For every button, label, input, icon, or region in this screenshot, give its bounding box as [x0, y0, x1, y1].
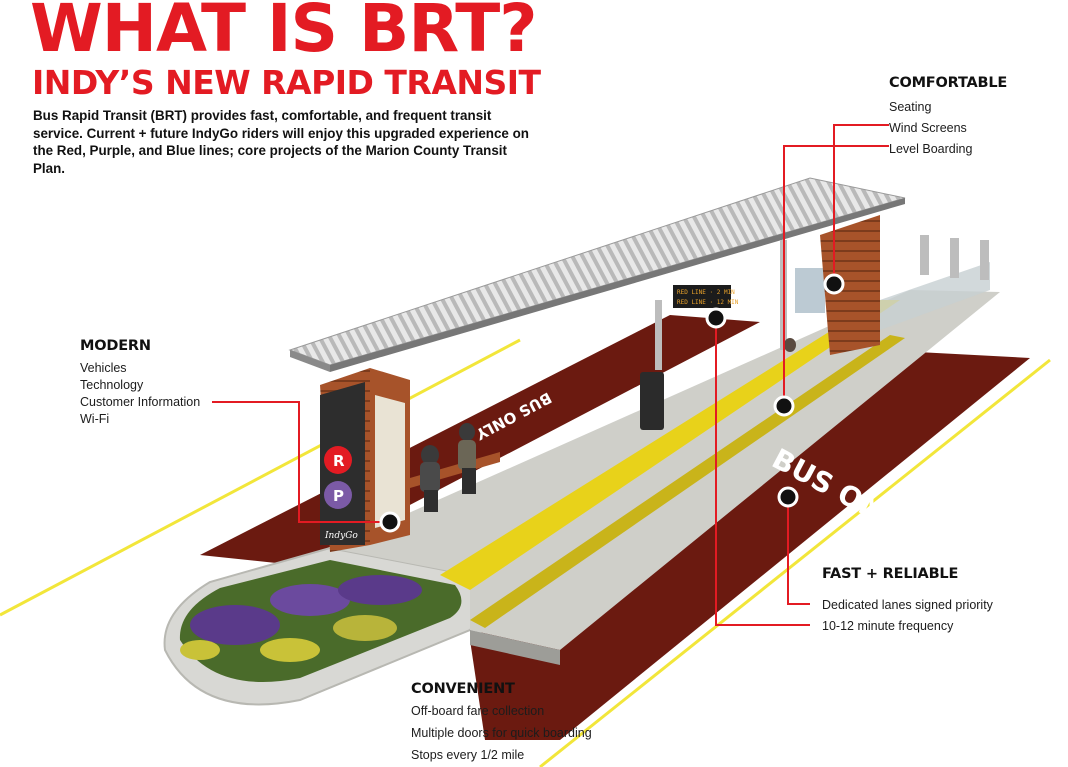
callout-item: Vehicles — [80, 361, 127, 375]
page-subtitle: INDY’S NEW RAPID TRANSIT — [32, 63, 541, 102]
svg-text:RED LINE · 12 MIN: RED LINE · 12 MIN — [677, 299, 739, 306]
leader-lines — [212, 124, 889, 626]
callout-item: 10-12 minute frequency — [822, 619, 954, 633]
callout-item: Seating — [889, 100, 932, 114]
seated-people — [420, 338, 796, 512]
arrival-sign: RED LINE · 2 MIN RED LINE · 12 MIN — [673, 285, 739, 308]
callout-item: Dedicated lanes signed priority — [822, 598, 993, 612]
callout-item: Off-board fare collection — [411, 704, 545, 718]
callout-item: Wind Screens — [889, 121, 967, 135]
intro-paragraph: Bus Rapid Transit (BRT) provides fast, c… — [33, 108, 529, 176]
purple-line-badge — [324, 481, 352, 509]
svg-text:RED LINE · 2 MIN: RED LINE · 2 MIN — [677, 289, 735, 296]
svg-text:P: P — [333, 487, 344, 505]
callout-item: Wi-Fi — [80, 412, 110, 426]
callout-fast-reliable: FAST + RELIABLE Dedicated lanes signed p… — [822, 566, 993, 637]
callout-comfortable: COMFORTABLE Seating Wind Screens Level B… — [889, 75, 1007, 160]
svg-text:R: R — [333, 452, 345, 470]
callout-item: Multiple doors for quick boarding — [411, 726, 592, 740]
callout-item: Level Boarding — [889, 142, 973, 156]
bus-lane-front — [470, 350, 1030, 740]
callout-heading: COMFORTABLE — [889, 75, 1008, 91]
brand-logo: IndyGo — [324, 531, 358, 541]
callout-heading: CONVENIENT — [411, 681, 515, 697]
callout-heading: FAST + RELIABLE — [822, 566, 959, 582]
trash-bin — [640, 372, 664, 430]
callout-item: Customer Information — [80, 395, 201, 409]
red-line-badge — [324, 446, 352, 474]
callout-modern: MODERN Vehicles Technology Customer Info… — [80, 338, 200, 428]
callout-convenient: CONVENIENT Off-board fare collection Mul… — [411, 681, 592, 766]
route-map — [375, 395, 405, 528]
callout-heading: MODERN — [80, 338, 151, 354]
page-title: WHAT IS BRT? — [30, 0, 538, 67]
wind-screen — [795, 268, 825, 313]
flowers — [180, 575, 422, 662]
callout-markers — [379, 273, 845, 533]
callout-item: Technology — [80, 378, 144, 392]
callout-item: Stops every 1/2 mile — [411, 748, 525, 762]
